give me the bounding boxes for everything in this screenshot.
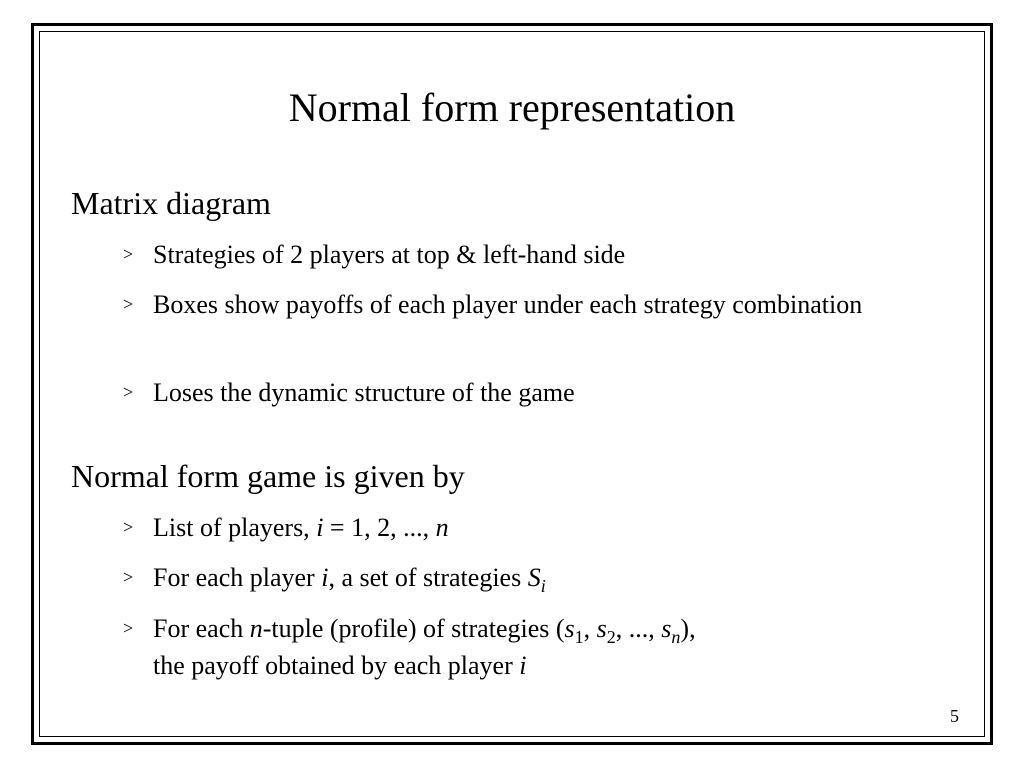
bullet-n-tuple-payoff: > For each n-tuple (profile) of strategi… xyxy=(123,610,933,684)
bullet-strategies: > Strategies of 2 players at top & left-… xyxy=(123,236,933,273)
chevron-right-icon: > xyxy=(123,382,134,402)
page-number: 5 xyxy=(950,706,959,726)
section-heading-normal-form-game: Normal form game is given by xyxy=(71,458,465,494)
slide-title: Normal form representation xyxy=(288,85,736,130)
chevron-right-icon: > xyxy=(123,618,134,638)
bullet-boxes-payoffs: > Boxes show payoffs of each player unde… xyxy=(123,286,913,323)
section-heading-matrix-diagram: Matrix diagram xyxy=(71,185,271,221)
bullet-set-of-strategies: > For each player i, a set of strategies… xyxy=(123,559,933,596)
chevron-right-icon: > xyxy=(123,294,134,314)
bullet-loses-dynamic: > Loses the dynamic structure of the gam… xyxy=(123,374,933,411)
chevron-right-icon: > xyxy=(123,567,134,587)
chevron-right-icon: > xyxy=(123,517,134,537)
slide-inner-border xyxy=(39,31,985,737)
slide-outer-border xyxy=(31,23,993,745)
chevron-right-icon: > xyxy=(123,244,134,264)
bullet-list-of-players: > List of players, i = 1, 2, ..., n xyxy=(123,509,933,546)
